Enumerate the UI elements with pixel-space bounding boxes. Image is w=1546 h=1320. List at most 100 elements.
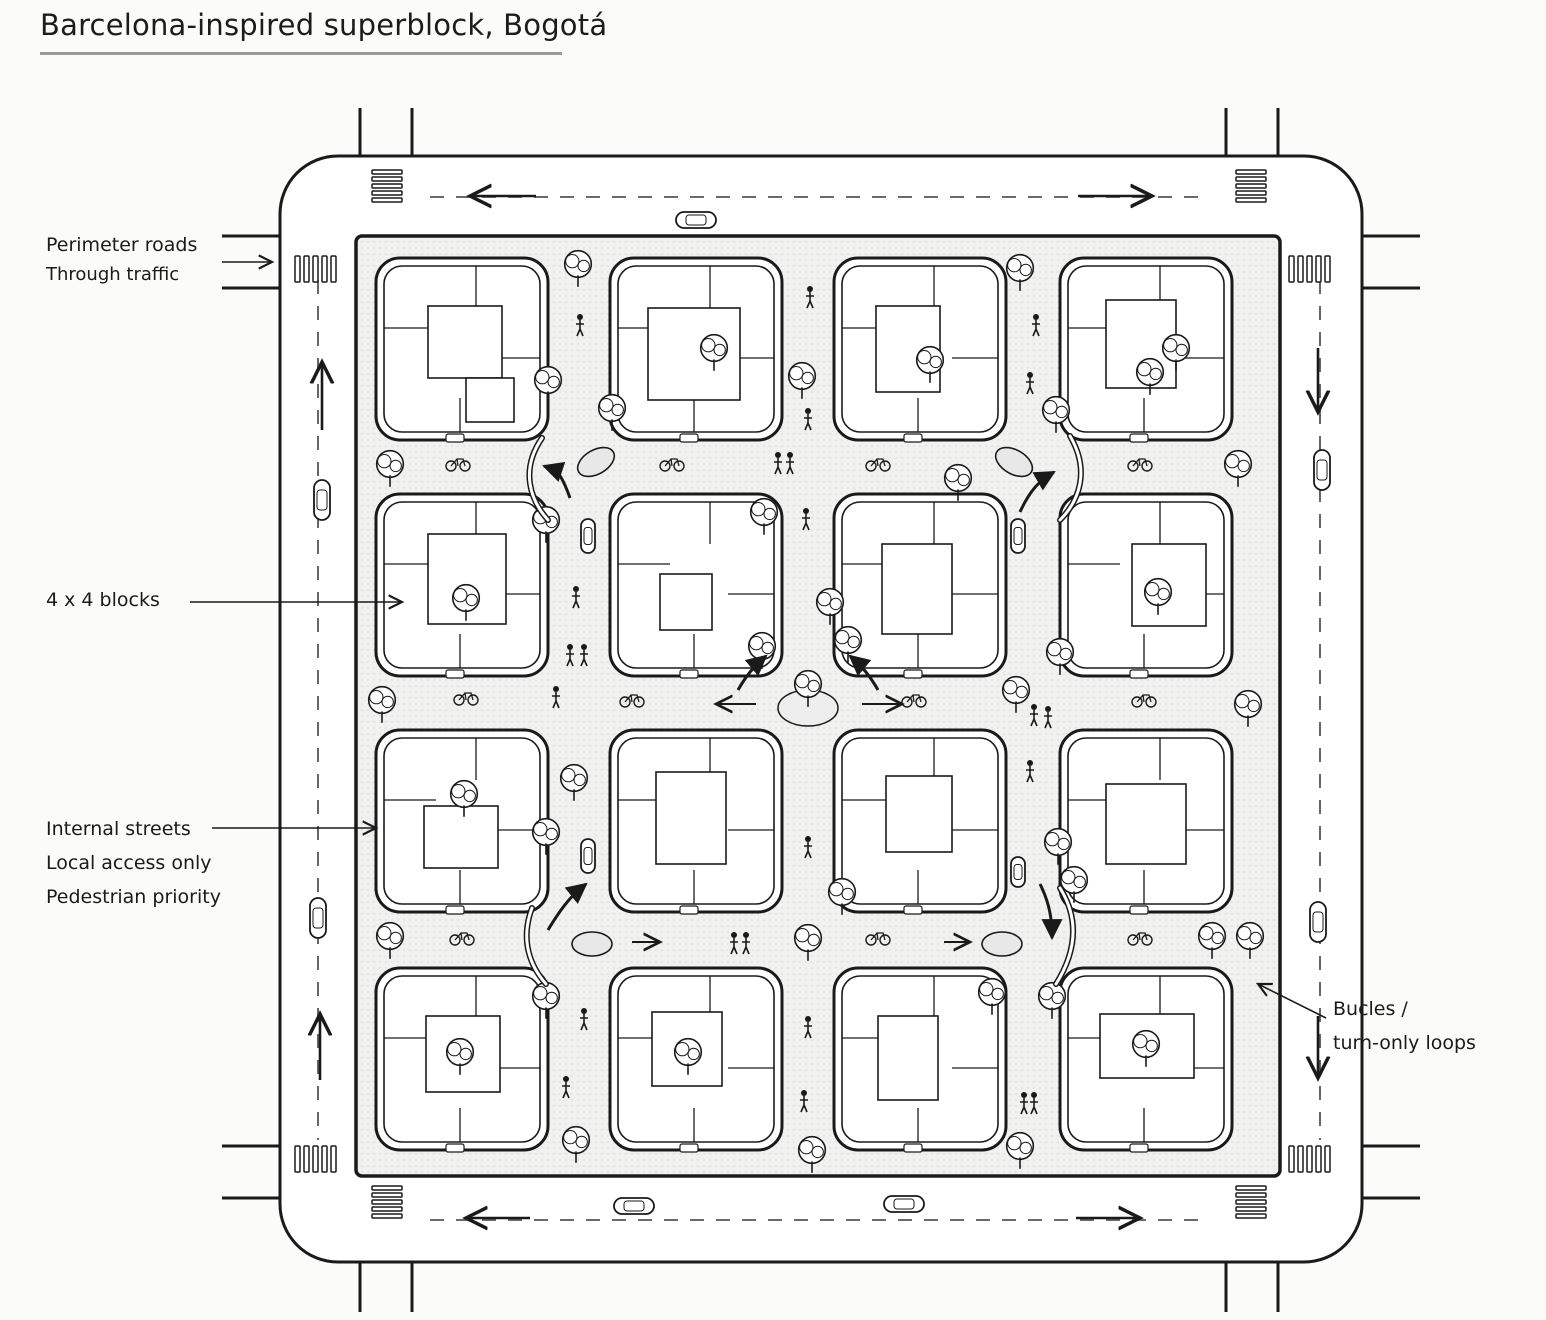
pedestrian-icon <box>786 452 794 475</box>
car-icon <box>1010 856 1026 888</box>
tree-icon <box>367 685 397 723</box>
car-icon <box>1313 449 1331 491</box>
bucle-loop <box>527 436 550 522</box>
crosswalk-icon <box>371 169 403 203</box>
entrance <box>679 905 699 915</box>
pedestrian-icon <box>804 408 812 431</box>
car-icon <box>613 1197 655 1215</box>
city-block <box>374 256 550 443</box>
tree-icon <box>531 817 561 855</box>
entrance <box>445 905 465 915</box>
leader-arrow <box>1258 984 1327 1019</box>
pedestrian-icon <box>1030 704 1038 727</box>
pedestrian-icon <box>580 644 588 667</box>
crosswalk-icon <box>1235 1185 1267 1219</box>
annotation-perimeter: Perimeter roads Through traffic <box>46 228 197 292</box>
crosswalk-icon <box>294 1145 337 1173</box>
tree-icon <box>449 779 479 817</box>
entrance <box>445 1143 465 1153</box>
courtyard <box>465 377 515 423</box>
bicycle-icon <box>865 932 891 946</box>
tree-icon <box>1045 637 1075 675</box>
annotation-leaders <box>1258 984 1327 1019</box>
tree-icon <box>375 921 405 959</box>
tree-icon <box>827 877 857 915</box>
tree-layer <box>367 249 1265 1173</box>
pedestrian-icon <box>802 508 810 531</box>
tree-icon <box>1235 921 1265 959</box>
pedestrian-icon <box>730 932 738 955</box>
bicycle-icon <box>619 694 645 708</box>
bicycle-icon <box>865 458 891 472</box>
tree-icon <box>749 497 779 535</box>
car-icon <box>313 479 331 521</box>
pedestrian-icon <box>806 286 814 309</box>
tree-icon <box>1041 395 1071 433</box>
tree-icon <box>977 977 1007 1015</box>
crosswalk-icon <box>1235 169 1267 203</box>
tree-icon <box>451 583 481 621</box>
entrance <box>1129 433 1149 443</box>
pedestrian-icon <box>800 1090 808 1113</box>
pedestrian-layer <box>552 286 1052 1115</box>
bicycle-icon <box>445 458 471 472</box>
tree-icon <box>1161 333 1191 371</box>
tree-icon <box>559 763 589 801</box>
entrance <box>1129 1143 1149 1153</box>
city-block <box>608 492 784 679</box>
entrance <box>1129 669 1149 679</box>
loop-arrow-icon <box>542 462 572 499</box>
title-underline <box>40 52 562 55</box>
pedestrian-icon <box>1030 1092 1038 1115</box>
car-icon <box>580 518 596 554</box>
tree-icon <box>563 249 593 287</box>
outer-roads <box>222 108 1420 1312</box>
crosswalk-icon <box>294 169 1331 1219</box>
tree-icon <box>445 1037 475 1075</box>
pedestrian-icon <box>1032 314 1040 337</box>
bush-icon <box>981 931 1023 957</box>
city-block <box>1058 728 1234 915</box>
tree-icon <box>375 449 405 487</box>
entrance <box>679 433 699 443</box>
car-icon <box>675 211 717 229</box>
pedestrian-icon <box>742 932 750 955</box>
tree-icon <box>699 333 729 371</box>
tree-icon <box>833 625 863 663</box>
tree-icon <box>597 393 627 431</box>
city-block <box>1058 256 1234 443</box>
diagram-title: Barcelona-inspired superblock, Bogotá <box>40 8 608 42</box>
entrance <box>903 433 923 443</box>
bicycle-icon <box>1127 458 1153 472</box>
crosswalk-icon <box>371 1185 403 1219</box>
pedestrian-icon <box>576 314 584 337</box>
central-plaza <box>571 446 1034 957</box>
crosswalk-icon <box>1288 1145 1331 1173</box>
tree-icon <box>1037 981 1067 1019</box>
tree-icon <box>561 1125 591 1163</box>
pedestrian-icon <box>580 1008 588 1031</box>
city-block <box>832 492 1008 679</box>
bicycle-icon <box>1127 932 1153 946</box>
entrance <box>679 669 699 679</box>
courtyard <box>659 573 713 631</box>
bicycle-icon <box>453 692 479 706</box>
bicycle-icon <box>449 932 475 946</box>
city-block <box>832 728 1008 915</box>
tree-icon <box>1233 689 1263 727</box>
tree-icon <box>1043 827 1073 865</box>
courtyard <box>655 771 727 865</box>
bush-icon <box>576 446 616 478</box>
tree-icon <box>1197 921 1227 959</box>
tree-icon <box>915 345 945 383</box>
loop-arrow-icon <box>848 654 880 691</box>
city-block <box>608 728 784 915</box>
annotation-bucles-line1: Bucles / <box>1333 998 1408 1020</box>
loop-arrow-icon <box>1038 883 1063 941</box>
pedestrian-icon <box>774 452 782 475</box>
tree-icon <box>1001 675 1031 713</box>
car-icon <box>580 838 596 874</box>
annotation-internal-line2: Local access only <box>46 852 212 874</box>
tree-icon <box>1131 1029 1161 1067</box>
annotation-internal-line3: Pedestrian priority <box>46 886 221 908</box>
